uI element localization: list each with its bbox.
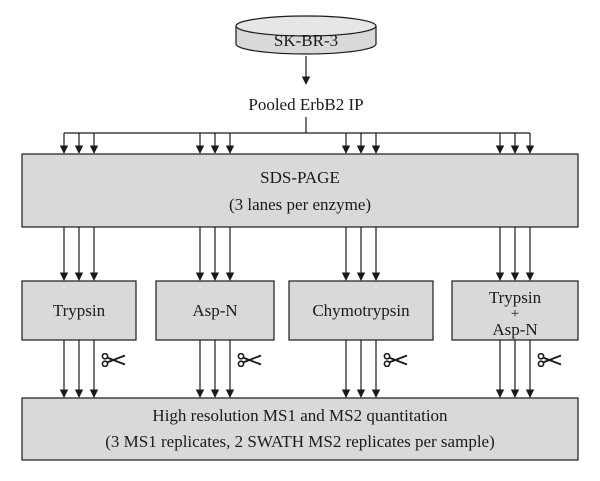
enzyme-box-chymotrypsin: Chymotrypsin	[288, 280, 434, 341]
scissors-icon	[383, 353, 408, 367]
enzyme-box-asp-n: Asp-N	[155, 280, 275, 341]
arrows-to-enzymes	[59, 227, 535, 281]
enzyme-label-line3: Asp-N	[492, 320, 537, 339]
source-node: SK-BR-3	[235, 15, 377, 55]
ms-quantitation-title: High resolution MS1 and MS2 quantitation	[152, 406, 448, 425]
scissors-layer	[101, 353, 562, 367]
arrows-into-sds-page	[59, 133, 535, 154]
sds-page-subtitle: (3 lanes per enzyme)	[229, 195, 371, 214]
scissors-icon	[101, 353, 126, 367]
enzyme-label: Trypsin	[53, 301, 106, 320]
scissors-icon	[237, 353, 262, 367]
enzyme-label: Asp-N	[192, 301, 237, 320]
pooled-label: Pooled ErbB2 IP	[248, 95, 363, 114]
sds-page-box: SDS-PAGE (3 lanes per enzyme)	[21, 153, 579, 228]
enzyme-label-line1: Trypsin	[489, 288, 542, 307]
enzyme-box-trypsin: Trypsin	[21, 280, 137, 341]
enzyme-label: Chymotrypsin	[312, 301, 410, 320]
scissors-icon	[537, 353, 562, 367]
ms-quantitation-subtitle: (3 MS1 replicates, 2 SWATH MS2 replicate…	[105, 432, 495, 451]
ms-quantitation-box: High resolution MS1 and MS2 quantitation…	[21, 397, 579, 461]
source-label: SK-BR-3	[274, 31, 338, 50]
enzyme-label-line2: +	[511, 306, 519, 322]
arrows-to-final	[59, 340, 535, 398]
distribution-connector	[64, 117, 530, 134]
enzyme-box-trypsin-asp-n: Trypsin + Asp-N	[451, 280, 579, 341]
sds-page-title: SDS-PAGE	[260, 168, 340, 187]
